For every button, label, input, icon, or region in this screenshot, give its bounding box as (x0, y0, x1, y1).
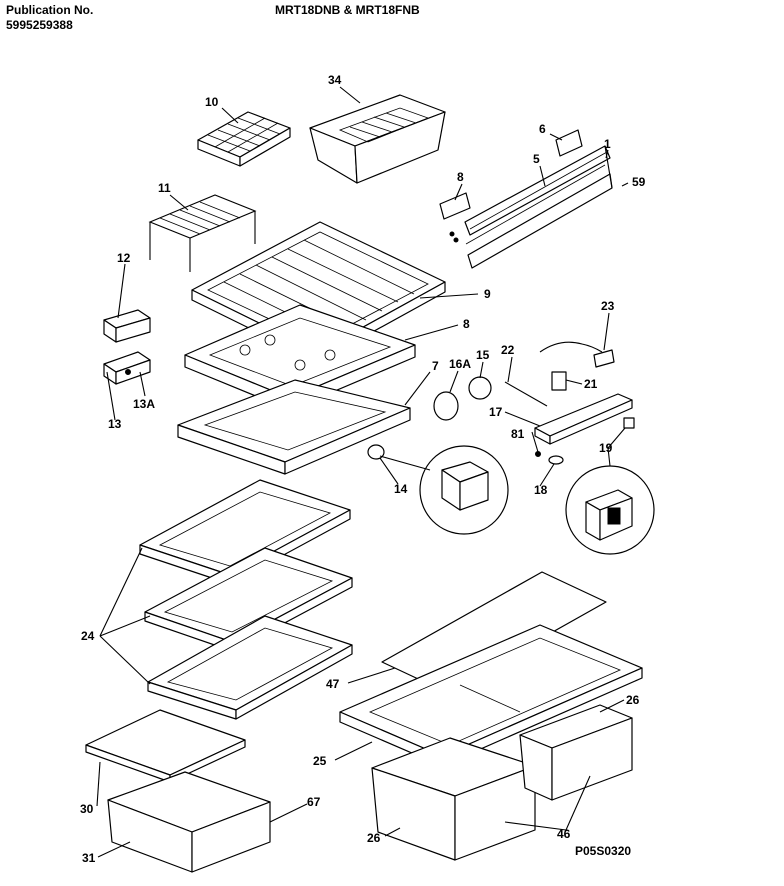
callout-17: 17 (489, 405, 503, 419)
callout-10: 10 (205, 95, 219, 109)
callout-13a: 13A (133, 397, 155, 411)
callout-7: 7 (432, 359, 439, 373)
callout-21: 21 (584, 377, 598, 391)
callout-14: 14 (394, 482, 408, 496)
callout-30: 30 (80, 802, 94, 816)
callout-12: 12 (117, 251, 131, 265)
callout-5: 5 (533, 152, 540, 166)
part-ice-trays (197, 111, 291, 167)
part-wire-shelf (148, 194, 257, 272)
leader-lines (96, 86, 626, 858)
callout-1: 1 (604, 137, 611, 151)
callout-25: 25 (313, 754, 327, 768)
callout-22: 22 (501, 343, 515, 357)
callout-15: 15 (476, 348, 490, 362)
part-freezer-bin (309, 94, 446, 184)
callout-47: 47 (326, 677, 340, 691)
callout-19: 19 (599, 441, 613, 455)
model-numbers: MRT18DNB & MRT18FNB (275, 3, 420, 17)
callout-9: 9 (484, 287, 491, 301)
callout-34: 34 (328, 73, 342, 87)
callout-26-lower: 26 (367, 831, 381, 845)
callout-24: 24 (81, 629, 95, 643)
callout-8-upper: 8 (457, 170, 464, 184)
part-meat-keeper (85, 709, 271, 873)
callout-81: 81 (511, 427, 525, 441)
callout-13: 13 (108, 417, 122, 431)
publication-number: 5995259388 (6, 18, 73, 32)
callout-18: 18 (534, 483, 548, 497)
part-light-assembly (367, 341, 655, 555)
callout-11: 11 (158, 181, 171, 195)
part-crisper-glass (339, 571, 643, 767)
callout-59: 59 (632, 175, 646, 189)
part-lower-frame (177, 379, 411, 475)
part-trim-rail (439, 129, 629, 269)
callout-6: 6 (539, 122, 546, 136)
figure-id: P05S0320 (575, 844, 631, 858)
callout-16a: 16A (449, 357, 471, 371)
callout-26-right: 26 (626, 693, 640, 707)
callout-67: 67 (307, 795, 321, 809)
publication-label: Publication No. (6, 3, 94, 17)
part-refrigerator-shelves (139, 479, 353, 720)
callout-23: 23 (601, 299, 615, 313)
callout-labels: 34 10 6 5 1 8 59 11 9 12 8 23 22 15 16A … (80, 73, 646, 865)
callout-8: 8 (463, 317, 470, 331)
callout-46: 46 (557, 827, 571, 841)
part-door-bins (103, 309, 151, 385)
part-crisper-drawers (371, 704, 633, 861)
callout-31: 31 (82, 851, 96, 865)
